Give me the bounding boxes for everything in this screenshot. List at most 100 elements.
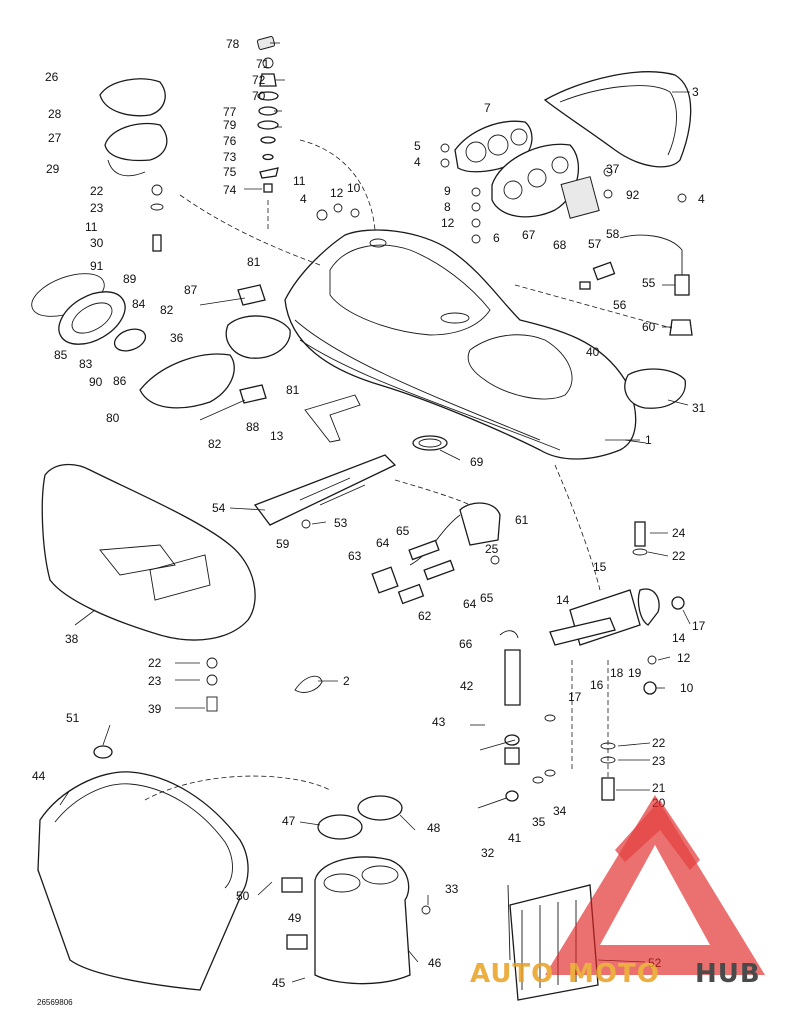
callout: 70 [252,89,266,103]
callout: 85 [54,348,68,362]
callout: 33 [445,882,459,896]
watermark-text-moto: MOTO [568,959,660,989]
callout: 14 [672,631,686,645]
callout: 4 [698,192,705,206]
callout: 71 [256,57,270,71]
callout: 30 [90,236,104,250]
callout: 17 [568,690,582,704]
hatch-cover-parts [31,273,361,443]
callout: 63 [348,549,362,563]
callout: 8 [444,200,451,214]
callout: 65 [480,591,494,605]
callout: 22 [90,184,104,198]
latch-assembly [99,78,168,252]
callout: 44 [32,769,46,783]
callout: 16 [590,678,604,692]
callout: 68 [553,238,567,252]
callout: 11 [85,220,98,234]
callout-labels: 1 2 3 4 4 4 5 6 7 8 9 10 10 11 11 12 12 … [32,37,706,1007]
callout: 17 [692,619,706,633]
callout: 65 [396,524,410,538]
callout: 10 [680,681,694,695]
callout: 92 [626,188,640,202]
callout: 80 [106,411,120,425]
watermark-text-auto: AUTO [470,959,554,989]
callout: 27 [48,131,62,145]
callout: 74 [223,183,237,197]
callout: 11 [293,174,306,188]
callout: 87 [184,283,198,297]
callout: 39 [148,702,162,716]
callout: 35 [532,815,546,829]
callout: 82 [160,303,174,317]
callout: 21 [652,781,666,795]
callout: 1 [645,433,652,447]
callout: 73 [223,150,237,164]
callout: 31 [692,401,706,415]
callout: 55 [642,276,656,290]
callout: 23 [652,754,666,768]
callout: 19 [628,666,642,680]
callout: 60 [642,320,656,334]
callout: 51 [66,711,80,725]
routing-lines [144,139,673,801]
callout: 64 [376,536,390,550]
callout: 66 [459,637,473,651]
callout: 53 [334,516,348,530]
callout: 41 [508,831,522,845]
callout: 29 [46,162,60,176]
callout: 78 [226,37,240,51]
callout: 22 [672,549,686,563]
figure-code: 26569806 [37,998,73,1007]
callout: 5 [414,139,421,153]
callout: 12 [441,216,455,230]
cup-holder-insert [281,795,431,985]
callout: 22 [148,656,162,670]
callout: 12 [677,651,691,665]
hull-body [284,229,637,460]
gauge-cluster [454,120,600,219]
callout: 15 [593,560,607,574]
callout: 9 [444,184,451,198]
callout: 42 [460,679,474,693]
callout: 75 [223,165,237,179]
callout: 25 [485,542,499,556]
callout: 89 [123,272,137,286]
right-side-parts [579,234,693,409]
callout: 46 [428,956,442,970]
callout: 28 [48,107,62,121]
callout: 26 [45,70,59,84]
callout: 43 [432,715,446,729]
callout: 58 [606,227,620,241]
callout: 56 [613,298,627,312]
callout: 50 [236,889,250,903]
misc-hardware [206,143,687,712]
callout: 36 [170,331,184,345]
bracket-and-harness [253,454,501,605]
callout: 23 [90,201,104,215]
callout: 82 [208,437,222,451]
callout: 59 [276,537,290,551]
callout: 67 [522,228,536,242]
callout: 81 [247,255,261,269]
callout: 14 [556,593,570,607]
callout: 61 [515,513,529,527]
cap-hardware-stack [256,36,279,230]
callout: 79 [223,118,237,132]
callout: 4 [300,192,307,206]
seal-ring [412,435,448,451]
callout: 69 [470,455,484,469]
callout: 72 [252,73,266,87]
callout: 24 [672,526,686,540]
callout: 88 [246,420,260,434]
callout: 91 [90,259,104,273]
callout: 57 [588,237,602,251]
callout: 7 [484,101,491,115]
callout: 22 [652,736,666,750]
callout: 90 [89,375,103,389]
callout: 45 [272,976,286,990]
callout: 77 [223,105,237,119]
steering-assembly [477,521,685,809]
